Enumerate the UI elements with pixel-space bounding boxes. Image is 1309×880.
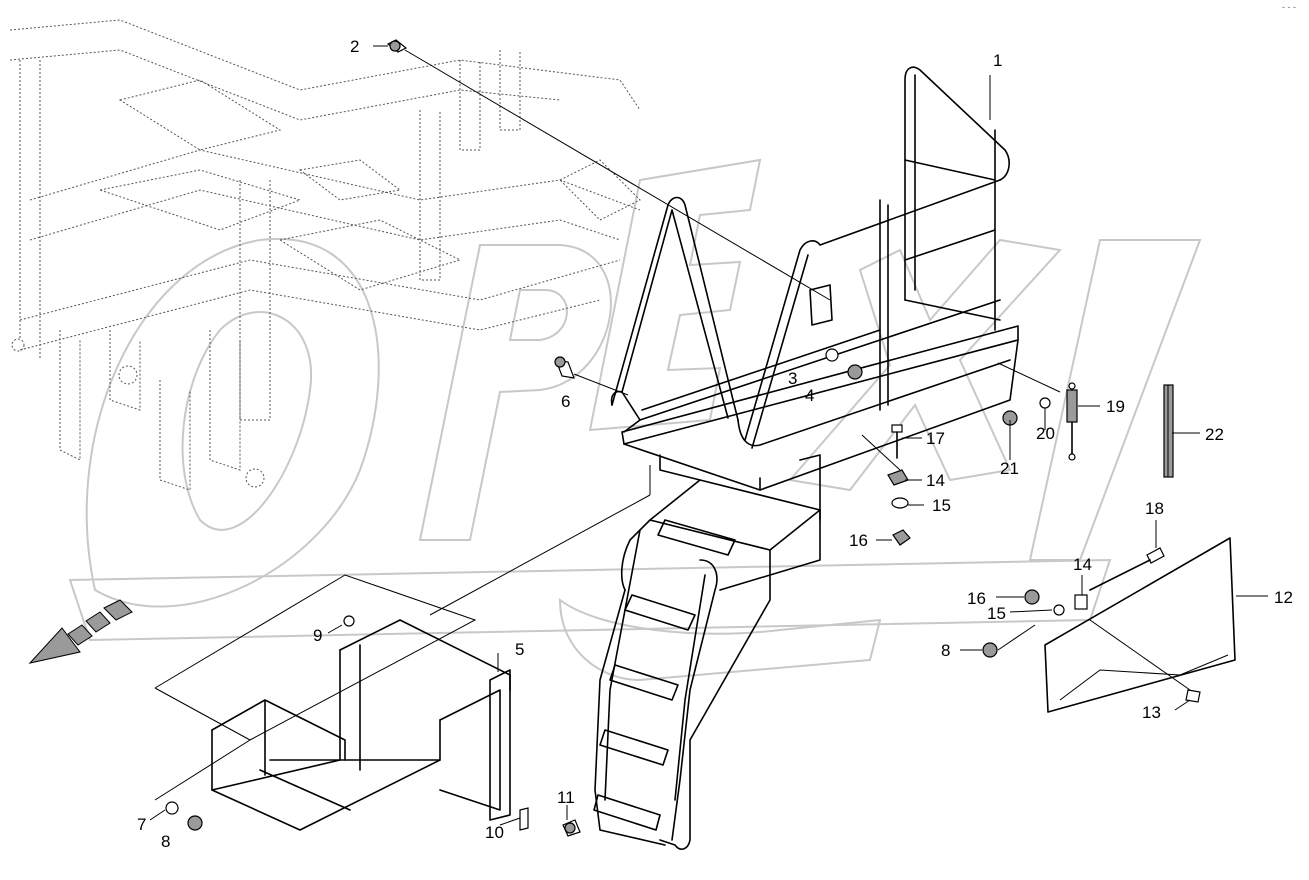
callout-16-upper: 16 <box>849 531 868 550</box>
callout-13: 13 <box>1142 703 1161 722</box>
callout-4: 4 <box>805 386 814 405</box>
callout-16-lower: 16 <box>967 589 986 608</box>
callout-14-upper: 14 <box>926 471 945 490</box>
callout-19: 19 <box>1106 397 1125 416</box>
callout-21: 21 <box>1000 459 1019 478</box>
callout-3: 3 <box>788 369 797 388</box>
callout-14-lower: 14 <box>1073 555 1092 574</box>
stair-ladder <box>593 479 821 850</box>
callout-18: 18 <box>1145 499 1164 518</box>
callout-2: 2 <box>350 37 359 56</box>
tool-box <box>154 574 511 831</box>
machine-frame <box>9 19 641 491</box>
callout-6: 6 <box>561 392 570 411</box>
callout-20: 20 <box>1036 424 1055 443</box>
callout-8-right: 8 <box>941 641 950 660</box>
callout-15-lower: 15 <box>987 604 1006 623</box>
leader-lines <box>149 45 1268 826</box>
direction-arrow-icon <box>28 599 133 664</box>
callout-11: 11 <box>557 788 575 807</box>
callout-labels: 1 2 3 4 5 6 7 8 8 9 10 11 12 13 14 14 15… <box>137 37 1293 851</box>
gas-spring <box>1066 382 1078 461</box>
callout-8-lower: 8 <box>161 832 170 851</box>
callout-9: 9 <box>313 626 322 645</box>
cover-plate <box>1044 537 1236 713</box>
hardware <box>165 39 1201 837</box>
callout-15-upper: 15 <box>932 496 951 515</box>
callout-10: 10 <box>485 823 504 842</box>
callout-22: 22 <box>1205 425 1224 444</box>
callout-12: 12 <box>1274 588 1293 607</box>
callout-1: 1 <box>993 51 1002 70</box>
callout-7: 7 <box>137 815 146 834</box>
platform-with-handrails <box>610 66 1019 521</box>
callout-5: 5 <box>515 640 524 659</box>
corner-mark: - - - <box>1282 2 1296 12</box>
rubber-strip <box>1163 384 1174 478</box>
callout-17: 17 <box>926 429 945 448</box>
